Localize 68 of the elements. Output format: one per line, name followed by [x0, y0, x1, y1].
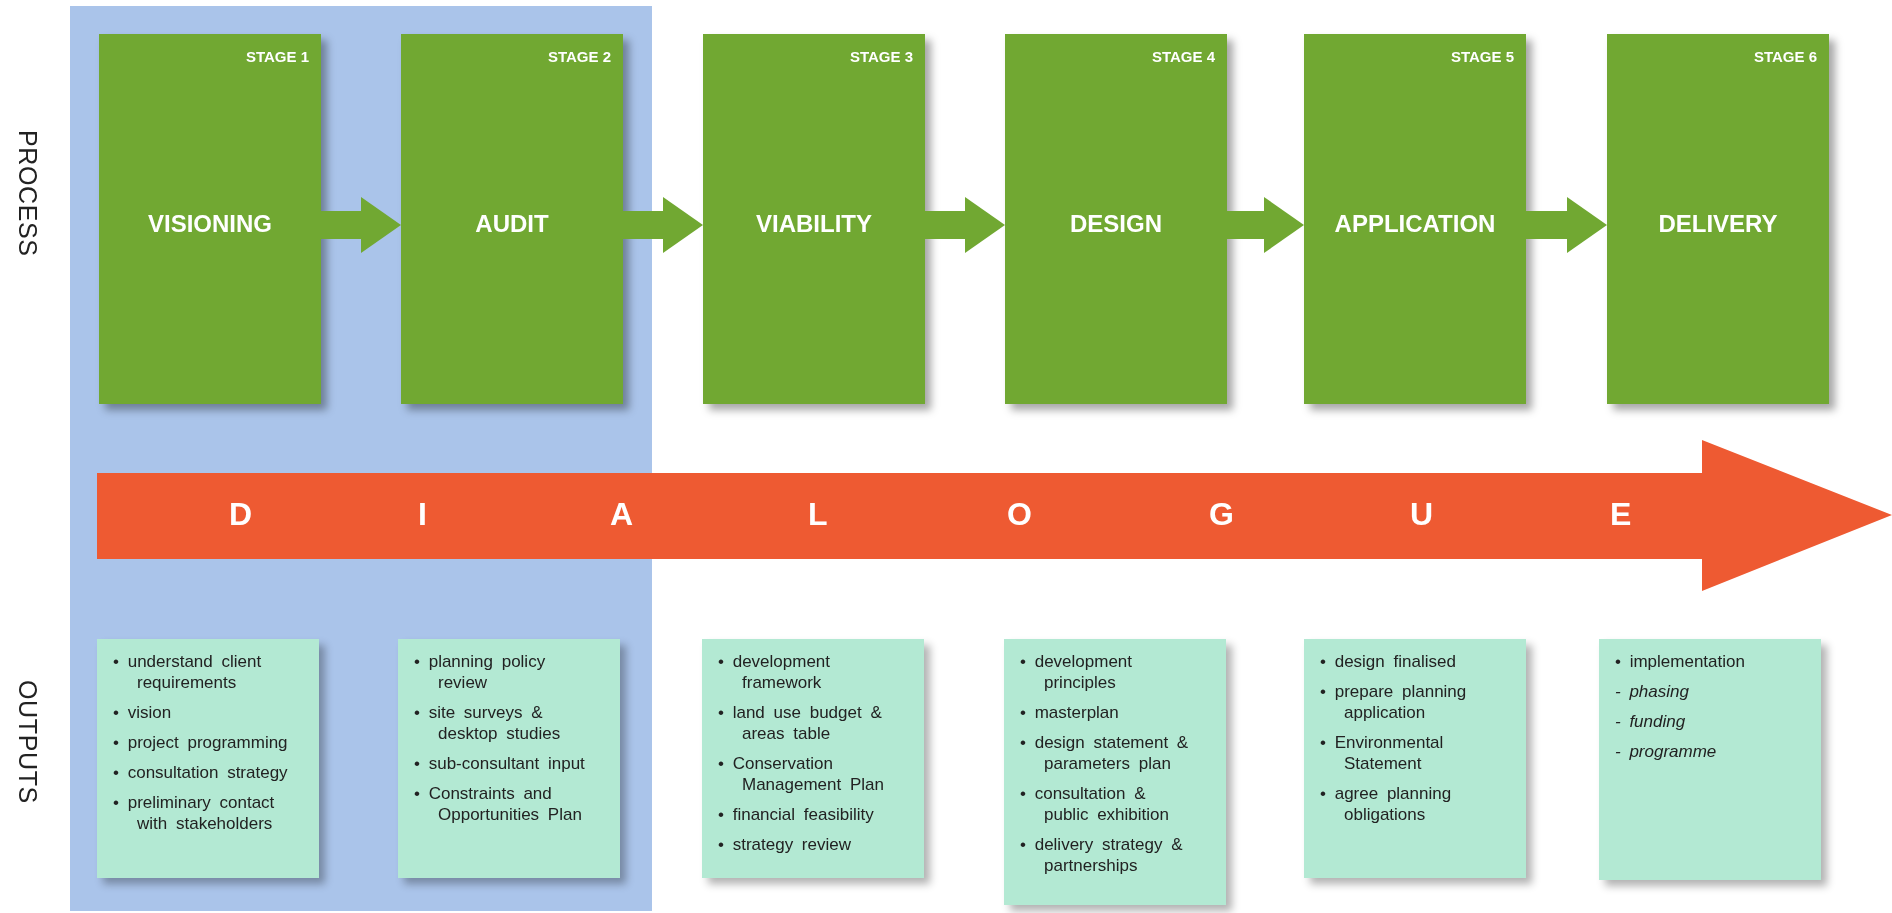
- arrow: [321, 197, 401, 253]
- output-item: • land use budget & areas table: [718, 702, 883, 744]
- output-item: - funding: [1615, 711, 1687, 732]
- stage-box: [99, 34, 321, 404]
- output-item: • Environmental Statement: [1320, 732, 1445, 774]
- dialogue-letter: D: [229, 498, 253, 530]
- stage-title: DESIGN: [1069, 209, 1163, 239]
- output-item: • implementation: [1615, 651, 1746, 672]
- output-card: [1599, 639, 1821, 880]
- output-item: • financial feasibility: [718, 804, 875, 825]
- output-card: [702, 639, 924, 878]
- output-item: • design statement & parameters plan: [1020, 732, 1190, 774]
- stage-box: [401, 34, 623, 404]
- stage-box: [1005, 34, 1227, 404]
- output-item: • consultation & public exhibition: [1020, 783, 1170, 825]
- output-item: • sub-consultant input: [414, 753, 586, 774]
- output-card: [398, 639, 620, 878]
- output-item: - phasing: [1615, 681, 1690, 702]
- arrow: [925, 197, 1005, 253]
- output-item: • Conservation Management Plan: [718, 753, 885, 795]
- stage-number: STAGE 4: [1151, 47, 1215, 67]
- stage-number: STAGE 1: [245, 47, 309, 67]
- stage-number: STAGE 2: [547, 47, 611, 67]
- dialogue-letter: G: [1209, 498, 1234, 530]
- arrow: [623, 197, 703, 253]
- output-item: • project programming: [113, 732, 289, 753]
- output-item: • masterplan: [1020, 702, 1120, 723]
- output-item: • prepare planning application: [1320, 681, 1468, 723]
- stage-box: [703, 34, 925, 404]
- dialogue-arrow: [97, 440, 1892, 591]
- output-item: • strategy review: [718, 834, 852, 855]
- stage-title: DELIVERY: [1657, 209, 1779, 239]
- output-item: • preliminary contact with stakeholders: [113, 792, 276, 834]
- stage-title: VISIONING: [147, 209, 273, 239]
- output-item: • planning policy review: [414, 651, 547, 693]
- stage-number: STAGE 6: [1753, 47, 1817, 67]
- stage-title: APPLICATION: [1333, 209, 1497, 239]
- stage-title: AUDIT: [474, 209, 550, 239]
- arrow: [1227, 197, 1304, 253]
- stage-number: STAGE 3: [849, 47, 913, 67]
- output-item: • vision: [113, 702, 173, 723]
- output-item: • design finalised: [1320, 651, 1457, 672]
- output-card: [1004, 639, 1226, 905]
- dialogue-letter: I: [418, 498, 427, 530]
- output-item: • Constraints and Opportunities Plan: [414, 783, 583, 825]
- arrow: [1526, 197, 1607, 253]
- output-item: • consultation strategy: [113, 762, 289, 783]
- output-item: • development framework: [718, 651, 832, 693]
- output-item: • agree planning obligations: [1320, 783, 1453, 825]
- highlight-band: [70, 6, 652, 911]
- stage-number: STAGE 5: [1450, 47, 1514, 67]
- output-card: [1304, 639, 1526, 878]
- row-label: OUTPUTS: [12, 680, 43, 804]
- stage-box: [1607, 34, 1829, 404]
- output-item: - programme: [1615, 741, 1718, 762]
- output-item: • development principles: [1020, 651, 1134, 693]
- row-label: PROCESS: [12, 130, 43, 257]
- dialogue-letter: A: [610, 498, 634, 530]
- output-item: • delivery strategy & partnerships: [1020, 834, 1184, 876]
- dialogue-letter: U: [1410, 498, 1434, 530]
- dialogue-letter: E: [1610, 498, 1632, 530]
- stage-box: [1304, 34, 1526, 404]
- output-item: • understand client requirements: [113, 651, 263, 693]
- stage-title: VIABILITY: [755, 209, 873, 239]
- output-item: • site surveys & desktop studies: [414, 702, 562, 744]
- output-card: [97, 639, 319, 878]
- dialogue-letter: O: [1007, 498, 1032, 530]
- dialogue-letter: L: [808, 498, 828, 530]
